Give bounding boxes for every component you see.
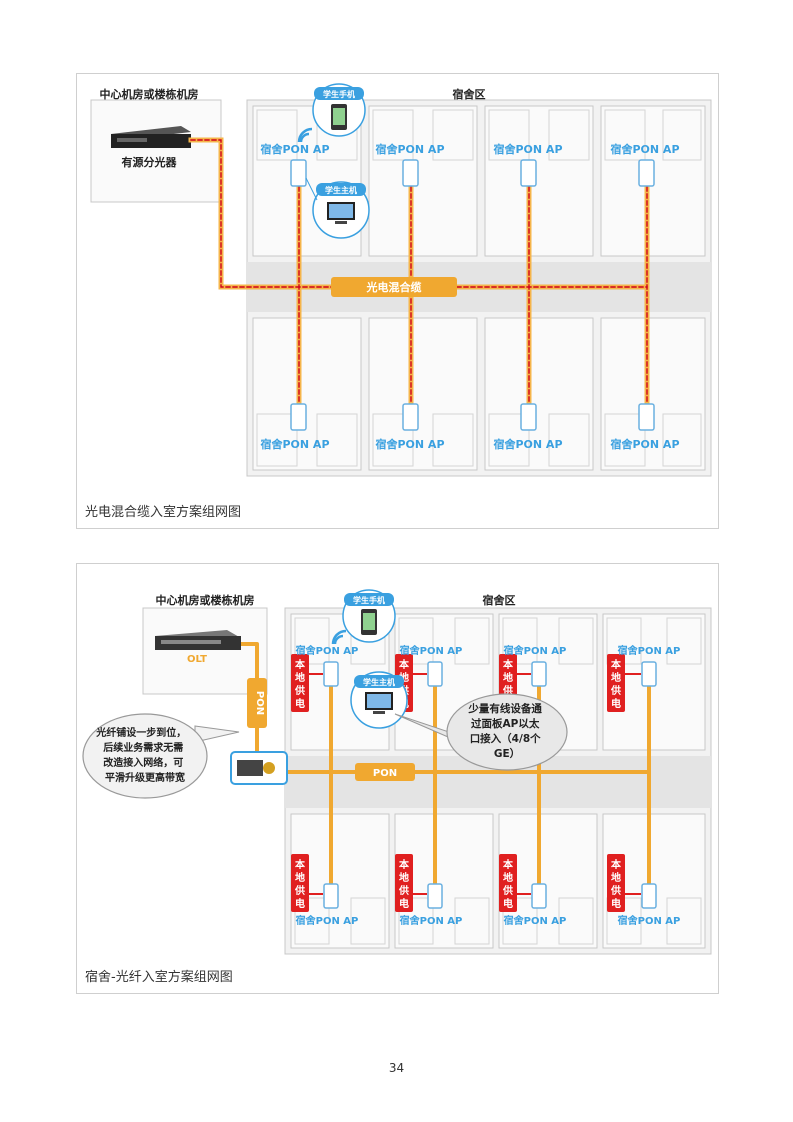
ap-label: 宿舍PON AP xyxy=(400,914,463,927)
ap-icon xyxy=(290,403,307,431)
ap-label: 宿舍PON AP xyxy=(504,644,567,657)
local-power-label: 本地供电 xyxy=(610,858,622,910)
machine-room xyxy=(142,607,268,695)
pc-bubble: 学生主机 xyxy=(350,671,408,729)
ap-label: 宿舍PON AP xyxy=(296,644,359,657)
machine-room-label: 中心机房或楼栋机房 xyxy=(100,87,199,101)
ap-icons xyxy=(323,661,657,909)
ap-label: 宿舍PON AP xyxy=(504,914,567,927)
hybrid-cable-diagram: 中心机房或楼栋机房 宿舍区 有源分光器 光电混合缆 宿舍PON AP 宿舍PON… xyxy=(90,83,712,477)
ap-icon xyxy=(520,159,537,187)
phone-bubble-label: 学生手机 xyxy=(323,89,355,99)
ap-icon xyxy=(641,661,657,687)
ap-bottom-row xyxy=(290,403,655,431)
ap-label: 宿舍PON AP xyxy=(296,914,359,927)
figure-caption: 光电混合缆入室方案组网图 xyxy=(85,505,242,520)
dorm-area-label: 宿舍区 xyxy=(453,87,486,101)
wifi-icon xyxy=(297,127,313,143)
pc-bubble: 学生主机 xyxy=(312,181,370,239)
furniture xyxy=(256,109,702,467)
ap-icon xyxy=(290,159,307,187)
furniture xyxy=(294,617,702,945)
local-power-tag xyxy=(291,654,309,712)
wifi-icon xyxy=(331,629,347,645)
rooms-bottom-row xyxy=(252,317,706,471)
machine-room xyxy=(90,99,222,203)
power-links xyxy=(309,673,641,895)
local-power-tag xyxy=(395,854,413,912)
dorm-area-label: 宿舍区 xyxy=(483,593,516,607)
local-power-label: 本地供电 xyxy=(294,858,306,910)
pon-vertical-label-box xyxy=(247,678,267,728)
ap-top-row xyxy=(290,159,655,187)
callout-right-text: 少量有线设备通 过面板AP以太 口接入（4/8个 GE） xyxy=(467,702,545,760)
local-power-label: 本地供电 xyxy=(398,858,410,910)
pc-pointer xyxy=(305,177,318,201)
ap-label: 宿舍PON AP xyxy=(375,437,444,451)
ap-label: 宿舍PON AP xyxy=(375,142,444,156)
ap-icon xyxy=(638,159,655,187)
local-power-label: 本地供电 xyxy=(610,658,622,710)
figure-caption: 宿舍-光纤入室方案组网图 xyxy=(85,970,233,985)
pon-vertical-label: PON xyxy=(254,691,265,715)
callout-left-text: 光纤铺设一步到位， 后续业务需求无需 改造接入网络，可 平滑升级更高带宽 xyxy=(95,726,189,784)
ap-icon xyxy=(531,883,547,909)
ap-labels: 宿舍PON AP 宿舍PON AP 宿舍PON AP 宿舍PON AP 宿舍PO… xyxy=(296,644,681,927)
ap-label: 宿舍PON AP xyxy=(400,644,463,657)
local-power-tag xyxy=(291,854,309,912)
ap-label: 宿舍PON AP xyxy=(260,437,329,451)
figure-hybrid-cable: 中心机房或楼栋机房 宿舍区 有源分光器 光电混合缆 宿舍PON AP 宿舍PON… xyxy=(76,73,719,529)
machine-room-label: 中心机房或楼栋机房 xyxy=(156,593,255,607)
callout-wired-devices: 少量有线设备通 过面板AP以太 口接入（4/8个 GE） xyxy=(394,693,568,771)
page-number: 34 xyxy=(388,1061,405,1075)
ap-icon xyxy=(402,159,419,187)
pc-bubble-label: 学生主机 xyxy=(325,185,357,195)
splitter-box xyxy=(230,751,288,785)
local-power-label: 本地供电 xyxy=(502,858,514,910)
local-power-label: 本地供电 xyxy=(294,658,306,710)
active-splitter-device xyxy=(111,126,191,148)
local-power-tag xyxy=(607,854,625,912)
cable-label-box xyxy=(331,277,457,297)
figure-fiber-to-room: 中心机房或楼栋机房 宿舍区 OLT PON PON 本地供电 本地供电 本 xyxy=(76,563,719,994)
local-power-text: 本地供电 本地供电 本地供电 本地供电 本地供电 本地供电 本地供电 本地供电 xyxy=(294,658,622,910)
olt-device xyxy=(155,630,241,650)
fiber-to-room-diagram: 中心机房或楼栋机房 宿舍区 OLT PON PON 本地供电 本地供电 本 xyxy=(82,589,712,955)
local-power-tag xyxy=(607,654,625,712)
phone-bubble-label: 学生手机 xyxy=(353,595,385,605)
ap-label: 宿舍PON AP xyxy=(610,142,679,156)
ap-icon xyxy=(520,403,537,431)
ap-label: 宿舍PON AP xyxy=(493,437,562,451)
ap-icon xyxy=(531,661,547,687)
ap-icon xyxy=(427,883,443,909)
phone-bubble: 学生手机 xyxy=(312,83,366,137)
local-power-tag xyxy=(499,854,517,912)
phone-bubble: 学生手机 xyxy=(342,589,396,643)
ap-label: 宿舍PON AP xyxy=(618,914,681,927)
pon-horizontal-label: PON xyxy=(373,768,397,779)
pc-bubble-label: 学生主机 xyxy=(363,677,395,687)
ap-icon xyxy=(641,883,657,909)
pon-horizontal-label-box xyxy=(355,763,415,781)
ap-label: 宿舍PON AP xyxy=(610,437,679,451)
ap-labels-top: 宿舍PON AP 宿舍PON AP 宿舍PON AP 宿舍PON AP xyxy=(260,142,679,156)
olt-label: OLT xyxy=(187,654,207,665)
ap-label: 宿舍PON AP xyxy=(493,142,562,156)
callout-fiber-benefit: 光纤铺设一步到位， 后续业务需求无需 改造接入网络，可 平滑升级更高带宽 xyxy=(82,713,240,799)
ap-icon xyxy=(323,661,339,687)
ap-icon xyxy=(427,661,443,687)
cable-label: 光电混合缆 xyxy=(366,280,422,294)
local-power-tags xyxy=(291,654,625,912)
ap-labels-bottom: 宿舍PON AP 宿舍PON AP 宿舍PON AP 宿舍PON AP xyxy=(260,437,679,451)
splitter-label: 有源分光器 xyxy=(122,155,178,169)
ap-icon xyxy=(323,883,339,909)
ap-label: 宿舍PON AP xyxy=(618,644,681,657)
ap-icon xyxy=(402,403,419,431)
ap-label: 宿舍PON AP xyxy=(260,142,329,156)
ap-icon xyxy=(638,403,655,431)
